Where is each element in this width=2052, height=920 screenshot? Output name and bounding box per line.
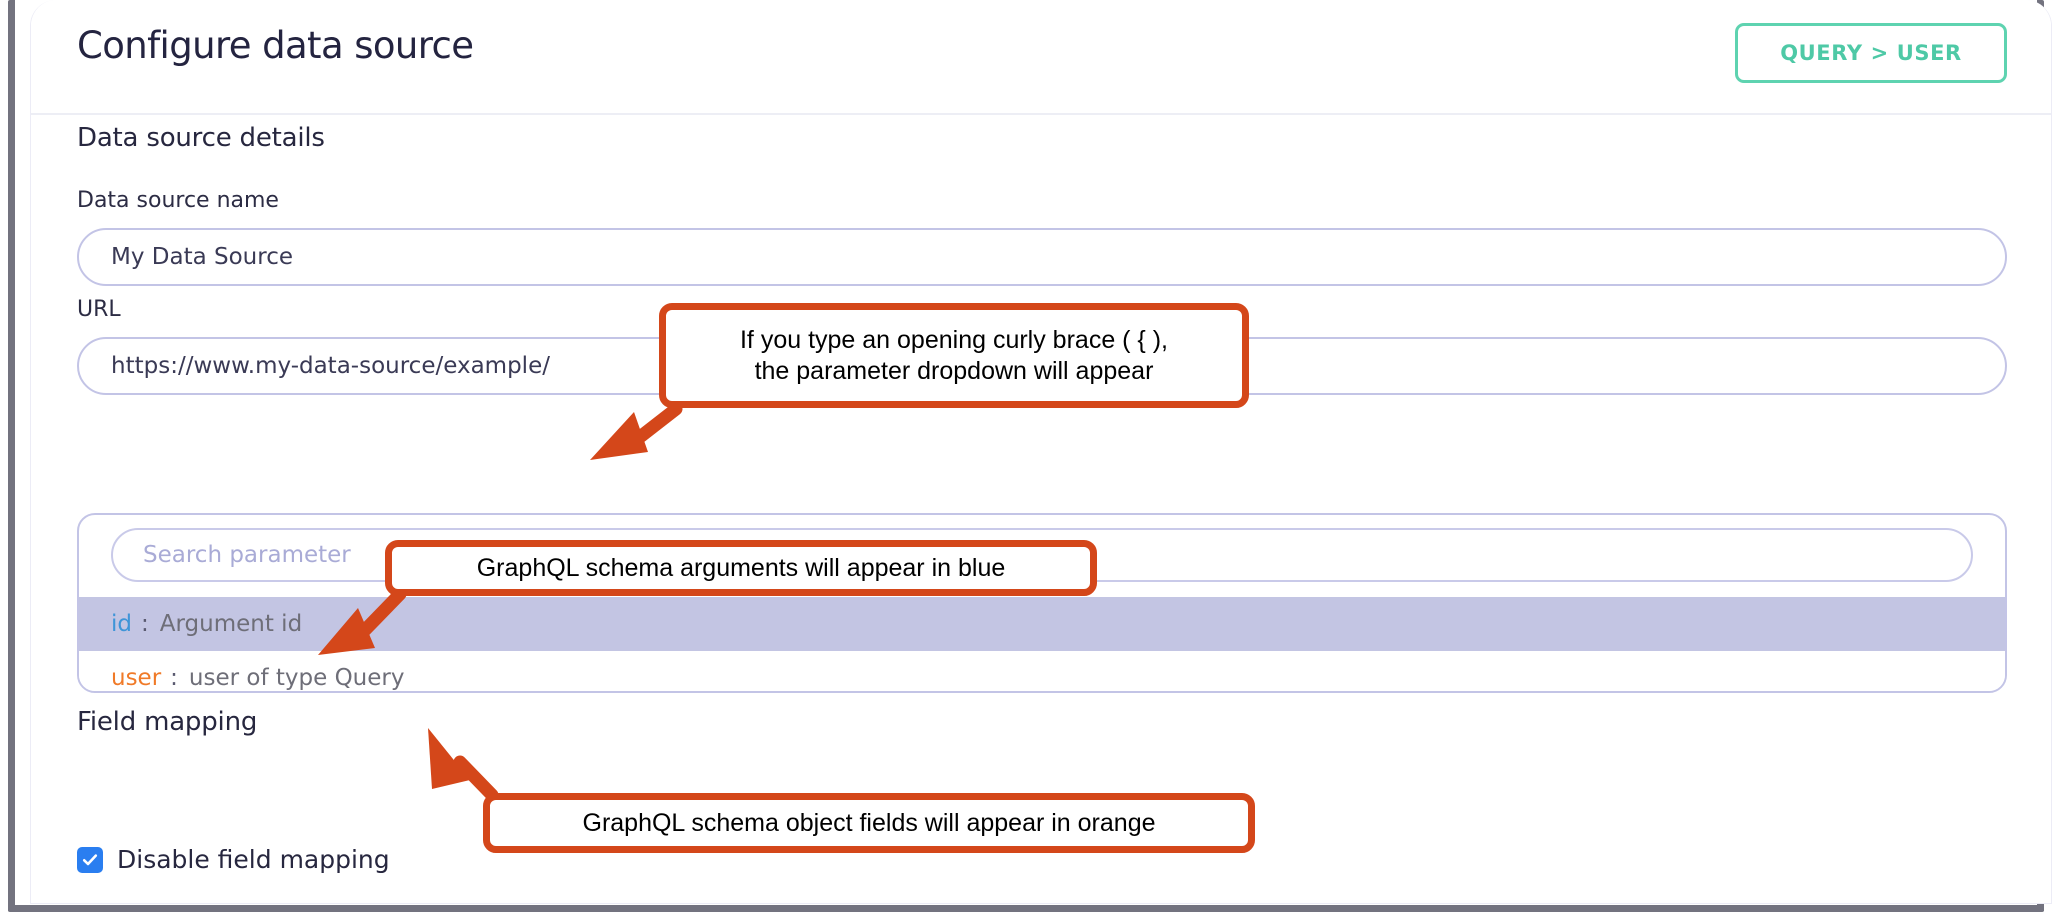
callout-orange-fields: GraphQL schema object fields will appear… <box>483 793 1255 853</box>
parameter-separator: : <box>170 665 178 691</box>
app-window: Configure data source QUERY > USER Data … <box>30 0 2052 904</box>
page-header: Configure data source QUERY > USER <box>31 0 2051 115</box>
callout-blue-args: GraphQL schema arguments will appear in … <box>385 540 1097 596</box>
parameter-key: user <box>111 665 162 691</box>
parameter-description: user of type Query <box>188 665 405 691</box>
parameter-option-user[interactable]: user : user of type Query <box>79 651 2005 691</box>
field-mapping-heading: Field mapping <box>77 707 258 737</box>
parameter-key: id <box>111 611 132 637</box>
parameter-option-id[interactable]: id : Argument id <box>79 597 2005 651</box>
url-label: URL <box>77 297 121 322</box>
callout-line-1: If you type an opening curly brace ( { )… <box>739 326 1168 354</box>
page-title: Configure data source <box>77 24 474 67</box>
checkbox-checked-icon[interactable] <box>77 846 103 873</box>
parameter-separator: : <box>141 611 149 637</box>
callout-line-1: GraphQL schema object fields will appear… <box>582 808 1156 837</box>
callout-curly-brace: If you type an opening curly brace ( { )… <box>659 303 1249 408</box>
callout-line-2: the parameter dropdown will appear <box>754 356 1154 385</box>
parameter-description: Argument id <box>159 611 303 637</box>
data-source-name-input[interactable]: My Data Source <box>77 228 2007 286</box>
disable-field-mapping-label: Disable field mapping <box>117 845 390 874</box>
disable-field-mapping-row[interactable]: Disable field mapping <box>77 845 390 874</box>
query-user-breadcrumb-button[interactable]: QUERY > USER <box>1735 23 2007 83</box>
data-source-name-label: Data source name <box>77 188 279 213</box>
app-window-frame: Configure data source QUERY > USER Data … <box>8 0 2052 912</box>
callout-line-1: GraphQL schema arguments will appear in … <box>476 553 1006 582</box>
data-source-details-heading: Data source details <box>77 123 325 153</box>
